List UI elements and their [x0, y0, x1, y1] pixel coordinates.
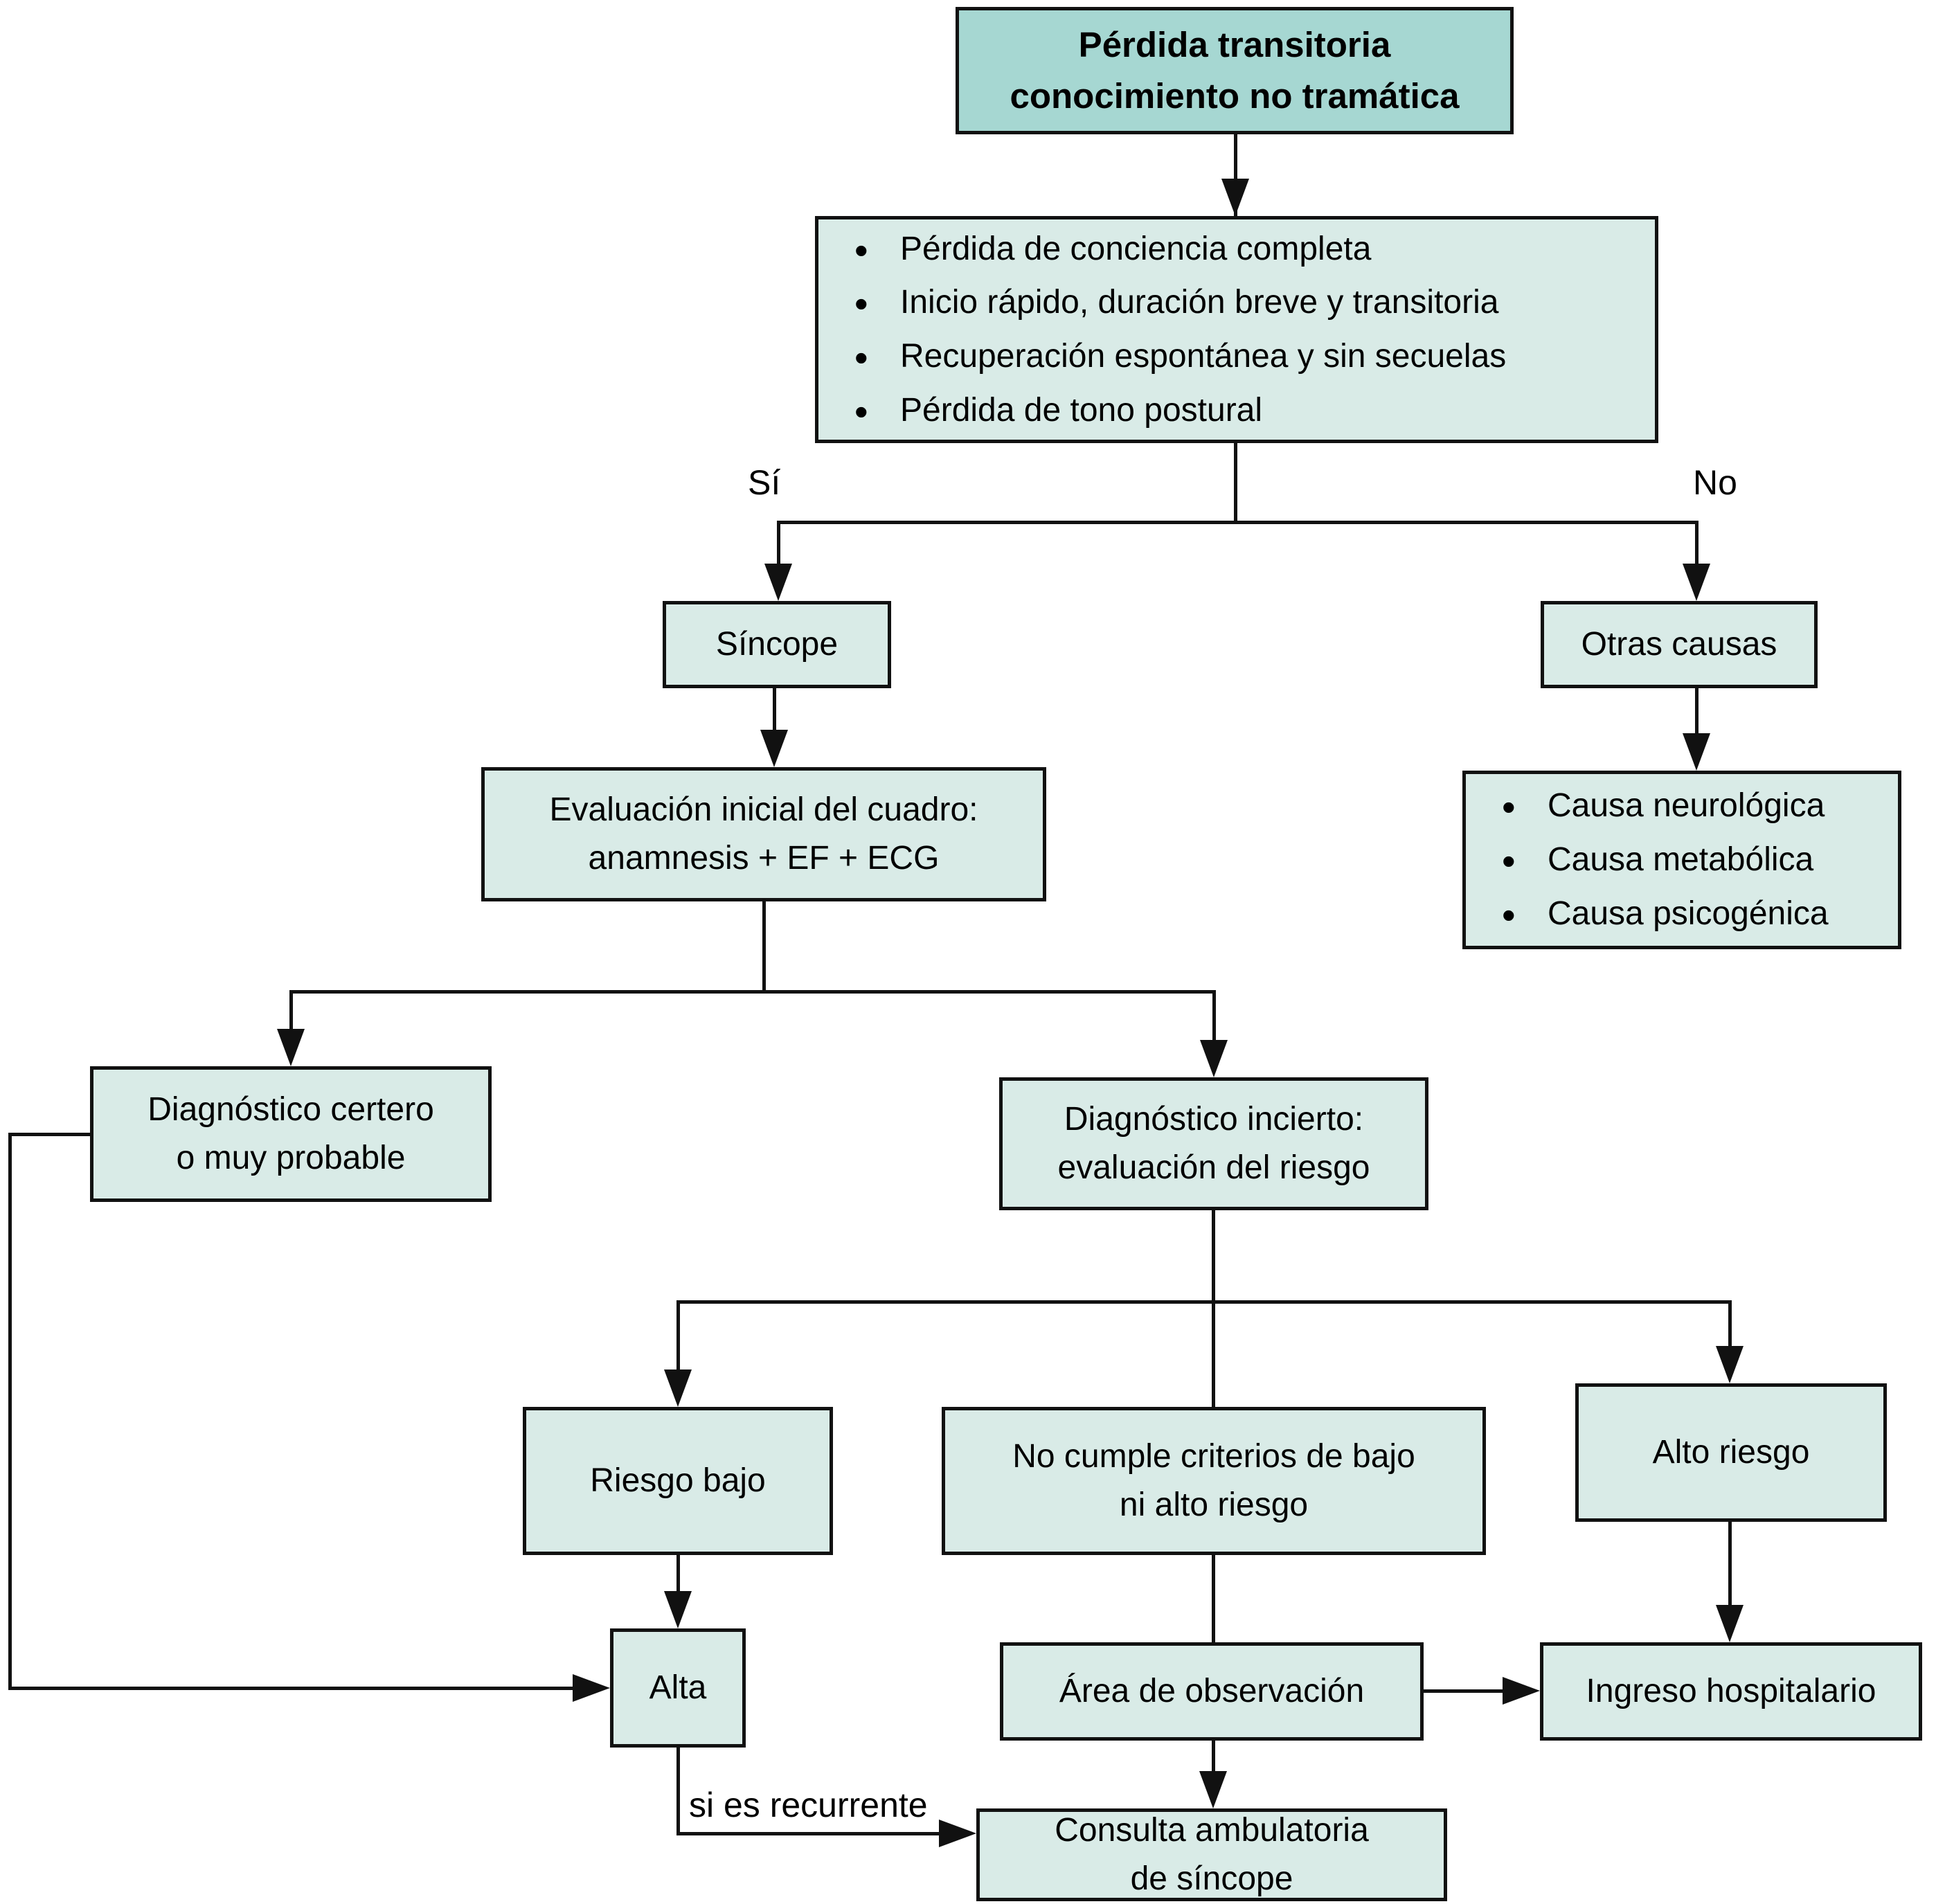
- arrowhead-down: [1200, 1040, 1228, 1077]
- node-perdida-transitoria: Pérdida transitoria conocimiento no tram…: [956, 7, 1514, 134]
- connector: [1728, 1300, 1732, 1349]
- node-incierto-line2: evaluación del riesgo: [1057, 1149, 1370, 1186]
- causa-item: Causa neurológica: [1466, 776, 1881, 838]
- node-no-cumple-criterios: No cumple criterios de bajo ni alto ries…: [942, 1407, 1486, 1555]
- node-certero-line1: Diagnóstico certero: [147, 1091, 434, 1129]
- node-sincope-label: Síncope: [715, 626, 839, 663]
- connector: [777, 521, 780, 566]
- node-consulta-line1: Consulta ambulatoria: [1055, 1812, 1369, 1849]
- connector: [1212, 1555, 1215, 1642]
- connector: [676, 1832, 940, 1835]
- arrowhead-down: [764, 564, 792, 601]
- connector: [8, 1133, 90, 1136]
- connector: [1234, 134, 1237, 216]
- arrowhead-down: [1683, 733, 1710, 771]
- arrowhead-down: [1716, 1346, 1744, 1383]
- connector: [8, 1133, 12, 1690]
- connector: [676, 1300, 1732, 1304]
- node-riesgo-bajo: Riesgo bajo: [523, 1407, 833, 1555]
- arrowhead-down: [664, 1369, 692, 1407]
- branch-label-no: No: [1693, 463, 1737, 502]
- criteria-item: Recuperación espontánea y sin secuelas: [818, 327, 1638, 389]
- criteria-item: Pérdida de conciencia completa: [818, 219, 1638, 282]
- node-no-cumple-line1: No cumple criterios de bajo: [1012, 1438, 1415, 1475]
- node-perdida-line1: Pérdida transitoria: [1078, 25, 1391, 65]
- node-consulta-ambulatoria: Consulta ambulatoria de síncope: [976, 1808, 1447, 1901]
- connector: [1424, 1689, 1505, 1693]
- node-sincope: Síncope: [663, 601, 891, 688]
- arrowhead-down: [1716, 1605, 1744, 1642]
- node-riesgo-bajo-label: Riesgo bajo: [590, 1462, 766, 1500]
- arrowhead-right: [573, 1674, 610, 1702]
- arrowhead-down: [664, 1591, 692, 1628]
- connector: [1695, 688, 1699, 735]
- node-evaluacion-inicial: Evaluación inicial del cuadro: anamnesis…: [481, 767, 1046, 901]
- arrowhead-right: [1503, 1677, 1540, 1705]
- arrowhead-down: [277, 1029, 305, 1066]
- node-alto-riesgo-label: Alto riesgo: [1652, 1434, 1810, 1471]
- node-criterios: Pérdida de conciencia completa Inicio rá…: [815, 216, 1658, 443]
- causa-item: Causa metabólica: [1466, 830, 1881, 892]
- node-incierto-line1: Diagnóstico incierto:: [1064, 1101, 1364, 1138]
- node-evaluacion-line2: anamnesis + EF + ECG: [588, 840, 940, 877]
- node-alto-riesgo: Alto riesgo: [1575, 1383, 1887, 1522]
- node-causas-lista: Causa neurológica Causa metabólica Causa…: [1462, 771, 1901, 949]
- node-consulta-line2: de síncope: [1130, 1860, 1293, 1897]
- causa-item: Causa psicogénica: [1466, 884, 1881, 946]
- connector: [8, 1687, 574, 1690]
- connector: [676, 1555, 680, 1594]
- connector: [289, 990, 1216, 994]
- node-diagnostico-certero: Diagnóstico certero o muy probable: [90, 1066, 492, 1202]
- connector: [676, 1748, 680, 1835]
- connector: [1212, 990, 1216, 1043]
- connector: [1728, 1522, 1732, 1608]
- arrowhead-down: [760, 730, 788, 767]
- node-alta-label: Alta: [649, 1669, 707, 1707]
- connector: [289, 990, 293, 1032]
- arrowhead-down: [1199, 1771, 1227, 1808]
- criteria-item: Inicio rápido, duración breve y transito…: [818, 273, 1638, 335]
- arrowhead-right: [939, 1820, 976, 1847]
- node-area-observacion: Área de observación: [1000, 1642, 1424, 1741]
- node-perdida-line2: conocimiento no tramática: [1010, 76, 1460, 116]
- branch-label-si: Sí: [748, 463, 781, 502]
- node-otras-causas-label: Otras causas: [1581, 626, 1777, 663]
- node-area-observacion-label: Área de observación: [1059, 1673, 1365, 1710]
- node-evaluacion-line1: Evaluación inicial del cuadro:: [549, 791, 978, 829]
- connector: [1695, 521, 1699, 566]
- connector: [676, 1300, 680, 1372]
- node-no-cumple-line2: ni alto riesgo: [1119, 1487, 1309, 1523]
- node-ingreso-label: Ingreso hospitalario: [1586, 1673, 1876, 1710]
- node-ingreso-hospitalario: Ingreso hospitalario: [1540, 1642, 1922, 1741]
- connector: [777, 521, 1699, 524]
- node-certero-line2: o muy probable: [176, 1140, 406, 1176]
- connector: [762, 901, 766, 994]
- node-alta: Alta: [610, 1628, 746, 1748]
- arrowhead-down: [1683, 564, 1710, 601]
- criteria-item: Pérdida de tono postural: [818, 381, 1638, 443]
- edge-label-recurrente: si es recurrente: [689, 1786, 928, 1824]
- connector: [773, 688, 776, 733]
- connector: [1234, 443, 1237, 523]
- node-diagnostico-incierto: Diagnóstico incierto: evaluación del rie…: [999, 1077, 1428, 1210]
- connector: [1212, 1210, 1215, 1407]
- connector: [1212, 1741, 1215, 1774]
- arrowhead-down: [1221, 179, 1249, 216]
- node-otras-causas: Otras causas: [1541, 601, 1818, 688]
